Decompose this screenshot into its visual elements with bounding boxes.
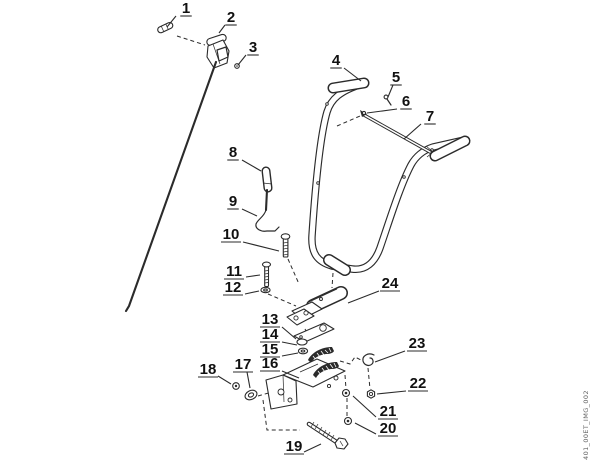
part-9-crank-rod — [255, 209, 280, 232]
part-10-bolt — [280, 233, 291, 258]
part-5-screw — [383, 94, 392, 106]
callout-leader-line — [343, 67, 362, 82]
callout-leader-line — [245, 274, 261, 278]
callout-11: 11 — [224, 263, 261, 280]
part-number-3: 3 — [249, 39, 257, 56]
callout-leader-line — [303, 443, 322, 453]
callout-leader-line — [281, 341, 298, 346]
callout-6: 6 — [366, 93, 412, 114]
part-number-20: 20 — [380, 420, 397, 437]
callout-leader-line — [237, 54, 247, 66]
part-number-5: 5 — [392, 69, 400, 86]
part-2-throttle-lever — [206, 33, 230, 69]
callout-1: 1 — [166, 0, 192, 28]
part-number-18: 18 — [200, 361, 217, 378]
callout-24: 24 — [347, 275, 400, 304]
part-number-15: 15 — [262, 341, 279, 358]
part-number-13: 13 — [262, 311, 279, 328]
part-number-7: 7 — [426, 108, 434, 125]
part-11-bolt — [261, 261, 272, 288]
callout-leader-line — [387, 84, 394, 98]
part-21-nut — [341, 388, 351, 398]
throttle-rod — [124, 60, 218, 313]
callout-8: 8 — [227, 144, 262, 172]
callout-leader-line — [246, 371, 251, 389]
part-4-handlebar — [308, 77, 471, 276]
callout-4: 4 — [330, 52, 362, 82]
part-18-nut — [232, 382, 240, 390]
callout-leader-line — [166, 15, 177, 28]
adjustment-sector-upper — [308, 347, 334, 363]
callout-12: 12 — [223, 279, 260, 296]
part-15-nut — [297, 347, 309, 355]
part-19-bolt — [306, 421, 349, 450]
part-number-19: 19 — [286, 438, 303, 455]
callout-22: 22 — [376, 375, 428, 395]
callout-18: 18 — [198, 361, 232, 385]
callout-leader-line — [403, 123, 422, 140]
callout-20: 20 — [354, 420, 398, 437]
callout-leader-line — [352, 395, 377, 418]
part-number-24: 24 — [382, 275, 399, 292]
part-number-23: 23 — [409, 335, 426, 352]
callout-10: 10 — [221, 226, 280, 252]
callout-7: 7 — [403, 108, 436, 140]
callout-leader-line — [218, 24, 226, 34]
part-1-pin — [157, 21, 174, 34]
part-8-knob — [261, 166, 273, 212]
part-24-clamp — [286, 286, 348, 326]
callout-leader-line — [374, 350, 406, 363]
callout-leader-line — [347, 290, 380, 304]
part-14-ring — [296, 338, 308, 346]
callout-14: 14 — [260, 326, 298, 346]
callout-leader-line — [217, 375, 232, 385]
callout-leader-line — [376, 390, 407, 395]
callout-3: 3 — [237, 39, 259, 66]
callout-leader-line — [241, 159, 262, 172]
callout-16: 16 — [260, 355, 300, 379]
callout-leader-line — [354, 422, 377, 435]
part-number-17: 17 — [235, 356, 252, 373]
part-number-21: 21 — [380, 403, 397, 420]
part-23-clip — [362, 353, 375, 367]
part-number-9: 9 — [229, 193, 237, 210]
part-6-screw-point — [361, 110, 367, 116]
part-number-14: 14 — [262, 326, 279, 343]
callout-leader-line — [244, 290, 260, 295]
part-number-1: 1 — [182, 0, 190, 17]
part-number-22: 22 — [410, 375, 427, 392]
callout-21: 21 — [352, 395, 398, 420]
part-number-16: 16 — [262, 355, 279, 372]
callout-2: 2 — [218, 9, 237, 34]
part-number-11: 11 — [226, 263, 242, 280]
part-20-nut — [343, 416, 353, 426]
figure-id: 401_00ET_IMG_002 — [582, 390, 590, 460]
part-number-12: 12 — [225, 279, 242, 296]
part-number-6: 6 — [402, 93, 410, 110]
part-number-2: 2 — [227, 9, 235, 26]
part-number-8: 8 — [229, 144, 237, 161]
part-12-washer — [260, 286, 271, 294]
callout-17: 17 — [233, 356, 253, 389]
callout-leader-line — [241, 208, 258, 217]
callout-leader-line — [281, 326, 297, 340]
callout-23: 23 — [374, 335, 427, 363]
part-number-10: 10 — [223, 226, 240, 243]
callout-leader-line — [366, 108, 398, 114]
part-number-4: 4 — [332, 52, 341, 69]
adjustment-sector-lower — [313, 362, 339, 378]
callout-5: 5 — [387, 69, 402, 98]
callout-9: 9 — [227, 193, 258, 217]
part-22-nut — [366, 389, 376, 399]
callout-19: 19 — [284, 438, 322, 455]
callout-leader-line — [281, 352, 299, 357]
part-17-grommet — [244, 389, 258, 401]
callout-leader-line — [281, 370, 300, 379]
callout-15: 15 — [260, 341, 299, 358]
callout-leader-line — [242, 241, 280, 252]
callout-13: 13 — [260, 311, 297, 340]
